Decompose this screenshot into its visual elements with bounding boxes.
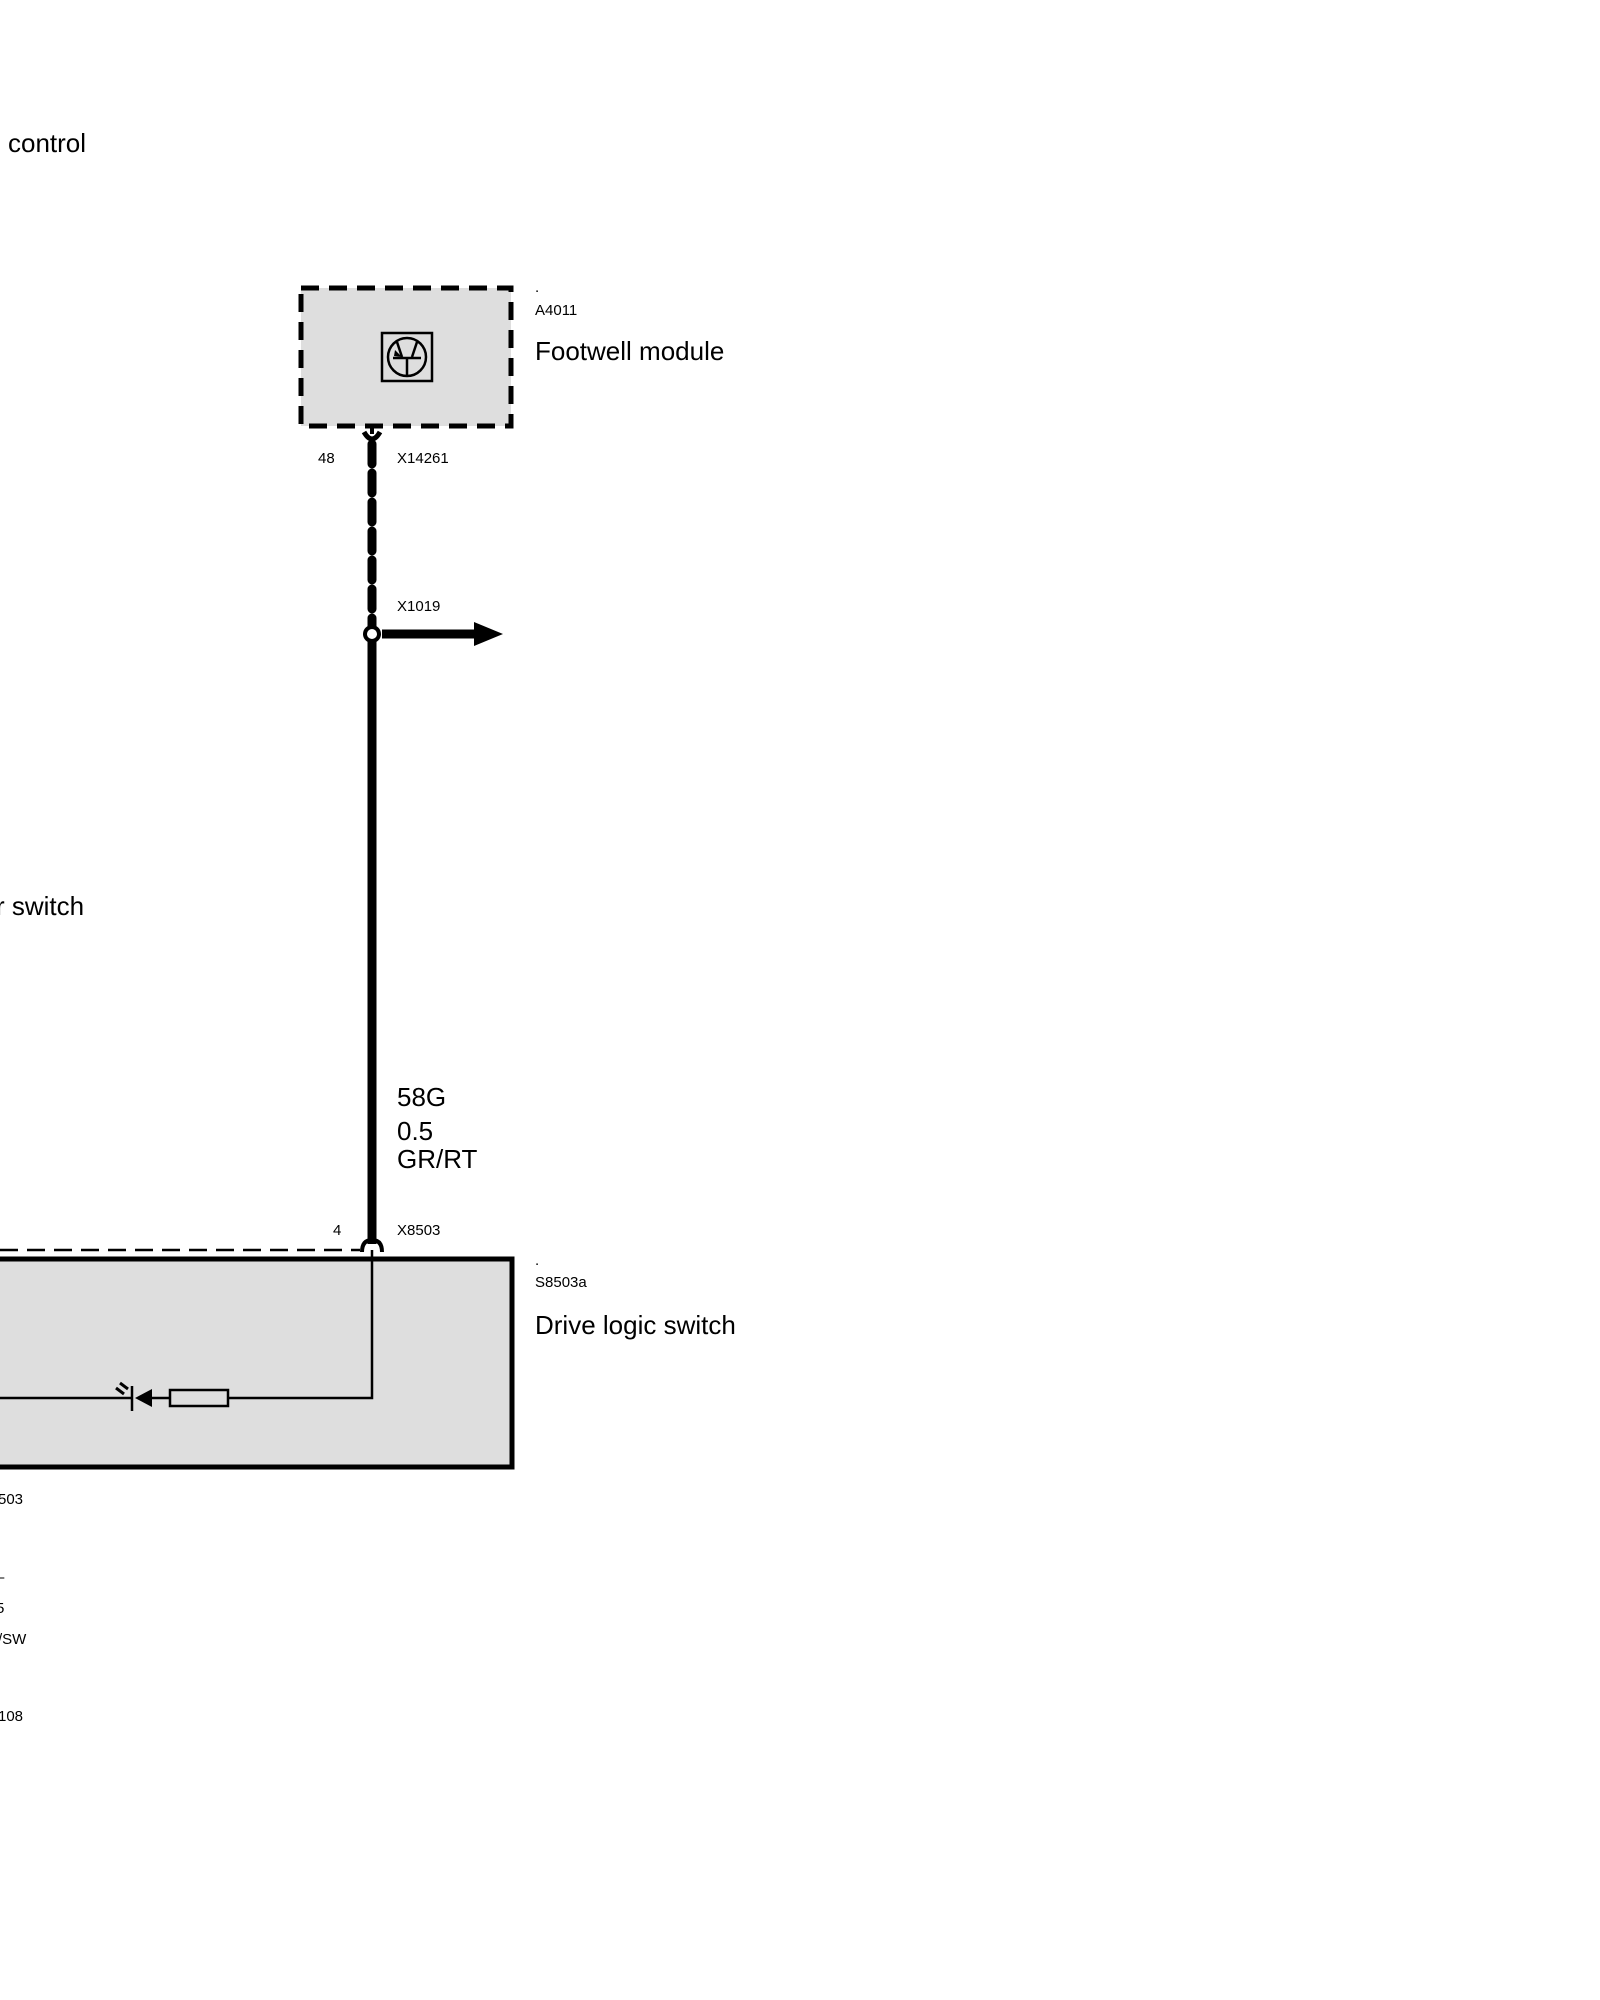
resistor-icon	[168, 1388, 230, 1408]
cut-connector-fragment: 503	[0, 1491, 24, 1508]
footwell-pin: 48	[318, 450, 335, 467]
transistor-control-unit-icon	[380, 331, 434, 383]
footwell-marker: .	[535, 279, 540, 296]
cut-color-fragment: /SW	[0, 1631, 27, 1648]
drive-logic-internal-circuit	[0, 1250, 374, 1411]
wire-color: GR/RT	[397, 1144, 478, 1174]
wire-gauge: 0.5	[397, 1116, 434, 1146]
drive-logic-pin: 4	[333, 1222, 342, 1239]
splice-x1019	[363, 622, 503, 646]
footwell-connector-id: X14261	[397, 450, 449, 467]
drive-logic-switch-housing	[0, 1256, 515, 1470]
drive-logic-connector-id: X8503	[397, 1222, 441, 1239]
drive-logic-switch-id: S8503a	[535, 1274, 587, 1291]
footwell-module-id: A4011	[535, 302, 578, 319]
wire-code: 58G	[397, 1082, 447, 1112]
cut-label-switch: r switch	[0, 891, 85, 921]
drive-logic-marker: .	[535, 1252, 540, 1269]
cut-wire-code-fragment: –	[0, 1570, 4, 1585]
connector-x8503-symbol	[0, 1237, 384, 1253]
drive-logic-switch-name: Drive logic switch	[535, 1310, 736, 1340]
cut-splice-fragment: 108	[0, 1708, 24, 1725]
connector-x14261-symbol	[361, 426, 383, 442]
splice-id: X1019	[397, 598, 441, 615]
arrow-right-icon	[474, 622, 503, 646]
footwell-module-name: Footwell module	[535, 336, 725, 366]
cut-label-control: control	[8, 128, 87, 158]
cut-gauge-fragment: 5	[0, 1600, 5, 1617]
